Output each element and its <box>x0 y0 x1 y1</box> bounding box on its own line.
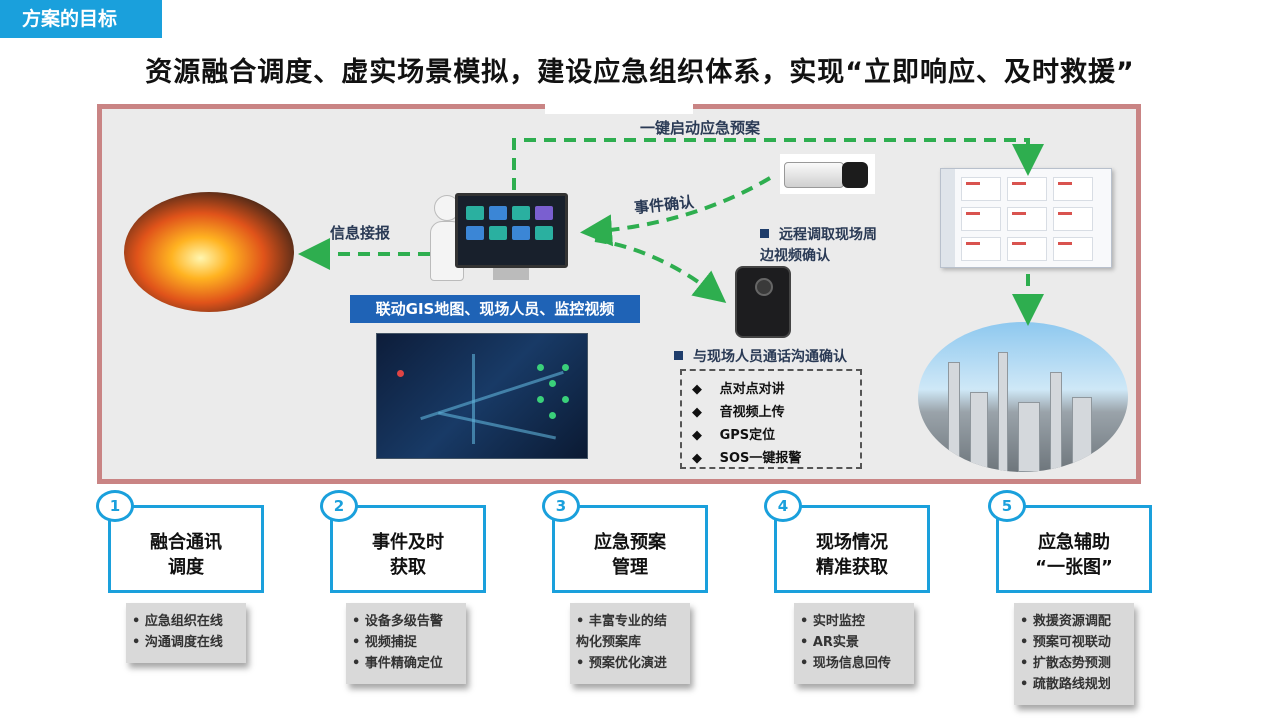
feature-detail-item: • 预案可视联动 <box>1020 635 1111 650</box>
monitor-stand <box>493 268 529 280</box>
feature-title: 事件及时 获取 <box>372 532 444 578</box>
feature-number-badge: 1 <box>96 490 134 522</box>
feature-title: 应急辅助 “一张图” <box>1035 532 1113 578</box>
feature-title: 融合通讯 调度 <box>150 532 222 578</box>
feature-card-4: 现场情况 精准获取 <box>774 505 930 593</box>
square-bullet-icon <box>674 351 683 360</box>
feature-detail-3: • 丰富专业的结 构化预案库 • 预案优化演进 <box>570 603 690 684</box>
capability-item: ◆ 点对点对讲 <box>692 382 785 397</box>
feature-card-1: 融合通讯 调度 <box>108 505 264 593</box>
frame-gap <box>545 100 693 114</box>
capability-item: ◆ 音视频上传 <box>692 405 785 420</box>
feature-detail-item: • 视频捕捉 <box>352 635 417 650</box>
feature-detail-item: • 预案优化演进 <box>576 656 667 671</box>
square-bullet-icon <box>760 229 769 238</box>
capability-list: ◆ 点对点对讲 ◆ 音视频上传 ◆ GPS定位 ◆ SOS一键报警 <box>680 369 862 469</box>
remote-video-item: 远程调取现场周 边视频确认 <box>760 227 877 264</box>
feature-detail-item: • 现场信息回传 <box>800 656 891 671</box>
feature-number-badge: 3 <box>542 490 580 522</box>
feature-title: 现场情况 精准获取 <box>816 532 888 578</box>
feature-detail-2: • 设备多级告警 • 视频捕捉 • 事件精确定位 <box>346 603 466 684</box>
feature-detail-item: • 疏散路线规划 <box>1020 677 1111 692</box>
feature-detail-item: • 扩散态势预测 <box>1020 656 1111 671</box>
feature-card-5: 应急辅助 “一张图” <box>996 505 1152 593</box>
body-camera-image <box>735 266 791 338</box>
feature-detail-4: • 实时监控 • AR实景 • 现场信息回传 <box>794 603 914 684</box>
emergency-plan-dashboard <box>940 168 1112 268</box>
capability-item: ◆ SOS一键报警 <box>692 451 802 466</box>
feature-detail-item: • AR实景 <box>800 635 859 650</box>
feature-detail-item: • 实时监控 <box>800 614 865 629</box>
page-headline: 资源融合调度、虚实场景模拟，建设应急组织体系，实现“立即响应、及时救援” <box>145 57 1135 88</box>
feature-detail-item: • 丰富专业的结 构化预案库 <box>576 614 667 650</box>
feature-detail-1: • 应急组织在线 • 沟通调度在线 <box>126 603 246 663</box>
industrial-plant-image <box>918 322 1128 472</box>
capability-item: ◆ GPS定位 <box>692 428 776 443</box>
feature-number-badge: 2 <box>320 490 358 522</box>
feature-number-badge: 4 <box>764 490 802 522</box>
gis-map-screen <box>376 333 588 459</box>
call-confirm-item: 与现场人员通话沟通确认 <box>674 346 847 366</box>
section-tag: 方案的目标 <box>0 0 162 38</box>
feature-card-2: 事件及时 获取 <box>330 505 486 593</box>
linked-views-banner: 联动GIS地图、现场人员、监控视频 <box>350 295 640 323</box>
info-report-label: 信息接报 <box>330 224 391 242</box>
surveillance-camera-image <box>780 154 875 194</box>
fire-scene-image <box>124 192 294 312</box>
feature-detail-5: • 救援资源调配 • 预案可视联动 • 扩散态势预测 • 疏散路线规划 <box>1014 603 1134 705</box>
feature-number-badge: 5 <box>988 490 1026 522</box>
command-monitor <box>455 193 568 268</box>
one-click-plan-label: 一键启动应急预案 <box>640 119 761 137</box>
feature-card-3: 应急预案 管理 <box>552 505 708 593</box>
feature-detail-item: • 沟通调度在线 <box>132 635 223 650</box>
feature-detail-item: • 事件精确定位 <box>352 656 443 671</box>
feature-detail-item: • 救援资源调配 <box>1020 614 1111 629</box>
feature-title: 应急预案 管理 <box>594 532 666 578</box>
feature-detail-item: • 应急组织在线 <box>132 614 223 629</box>
feature-detail-item: • 设备多级告警 <box>352 614 443 629</box>
